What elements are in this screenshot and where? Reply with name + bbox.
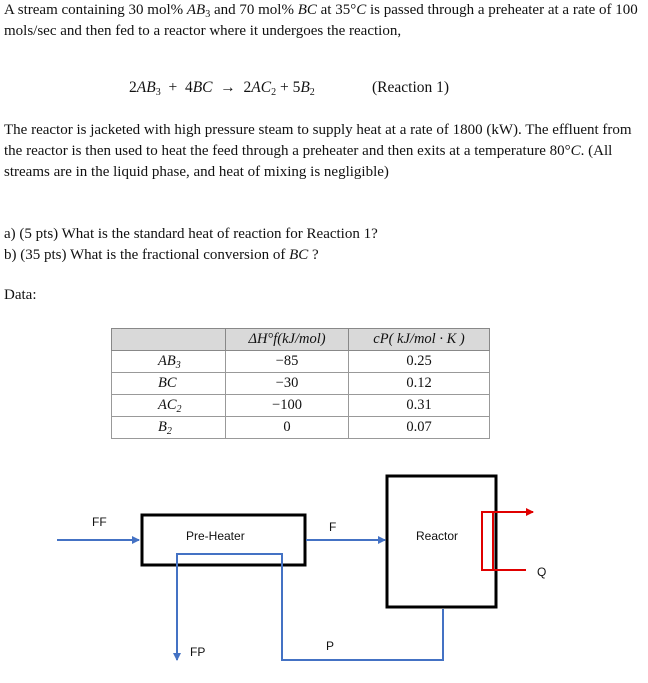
ff-label: FF <box>92 515 107 529</box>
cp-cell: 0.25 <box>348 350 490 373</box>
dh-cell: −100 <box>225 394 349 417</box>
question-a: a) (5 pts) What is the standard heat of … <box>4 226 378 242</box>
table-row: AC2 −100 0.31 <box>111 394 490 417</box>
cp-cell: 0.07 <box>348 416 490 439</box>
dh-cell: −30 <box>225 372 349 395</box>
table-row: BC −30 0.12 <box>111 372 490 395</box>
reactor-box <box>385 474 498 609</box>
reaction-tag: (Reaction 1) <box>372 79 450 96</box>
problem-paragraph-2: The reactor is jacketed with high pressu… <box>4 122 632 180</box>
species-cell: AB3 <box>111 350 226 373</box>
cp-cell: 0.12 <box>348 372 490 395</box>
reactor-label: Reactor <box>416 529 458 543</box>
thermo-data-table: ΔH°f(kJ/mol) cP( kJ/mol · K ) AB3 −85 0.… <box>111 328 490 439</box>
dh-cell: −85 <box>225 350 349 373</box>
species-cell: AC2 <box>111 394 226 417</box>
species-cell: BC <box>111 372 226 395</box>
f-label: F <box>329 520 336 534</box>
dh-cell: 0 <box>225 416 349 439</box>
problem-intro: A stream containing 30 mol% AB3 and 70 m… <box>4 2 638 39</box>
header-heat-of-formation: ΔH°f(kJ/mol) <box>225 328 349 351</box>
table-row: AB3 −85 0.25 <box>111 350 490 373</box>
jacket-heat-line <box>481 511 525 571</box>
p-stream-line <box>173 553 444 661</box>
data-label: Data: <box>4 287 37 303</box>
species-cell: B2 <box>111 416 226 439</box>
table-row: B2 0 0.07 <box>111 416 490 439</box>
q-label: Q <box>537 565 546 579</box>
preheater-label: Pre-Heater <box>186 529 245 543</box>
process-flow-diagram: FF Pre-Heater F Reactor Q P FP <box>57 474 546 661</box>
header-heat-capacity: cP( kJ/mol · K ) <box>348 328 490 351</box>
cp-cell: 0.31 <box>348 394 490 417</box>
question-b: b) (35 pts) What is the fractional conve… <box>4 247 319 263</box>
preheater-box <box>140 513 307 567</box>
fp-label: FP <box>190 645 205 659</box>
table-corner <box>111 328 226 351</box>
p-label: P <box>326 639 334 653</box>
